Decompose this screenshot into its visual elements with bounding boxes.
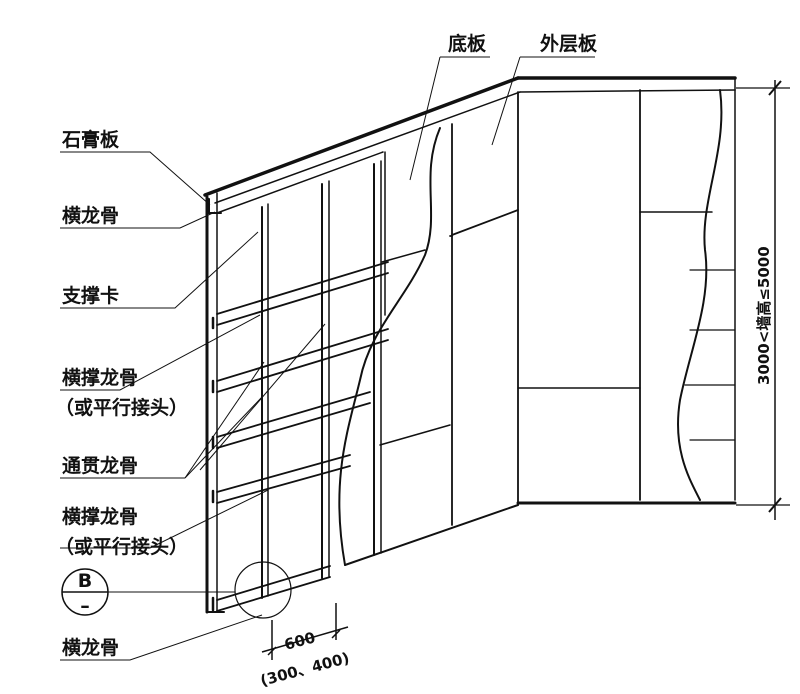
label-brace-keel-1: 横撑龙骨 (62, 366, 138, 389)
leader-through-keel-b (184, 396, 263, 479)
leader-gypsum-board (60, 151, 211, 206)
detail-circle (234, 561, 292, 619)
top-edge-inner (214, 91, 521, 204)
top-track-lower-edge (216, 151, 384, 214)
label-brace-keel-2: 横撑龙骨 (62, 505, 138, 528)
label-horizontal-keel-bottom: 横龙骨 (62, 636, 119, 659)
board-horizontal-seam-2 (379, 424, 451, 446)
board-horizontal-seam-1 (381, 249, 426, 263)
spacing-label: 600 (282, 628, 317, 653)
label-base-board: 底板 (448, 32, 487, 55)
leader-base-board (409, 56, 490, 181)
right-panel-inner-lines (684, 269, 736, 441)
right-panel-wavy-edge (677, 89, 723, 501)
callout-top-text: B (78, 570, 92, 592)
leader-brace-keel-2 (60, 489, 269, 549)
top-edge-outer (203, 76, 520, 197)
base-board-wavy-edge (338, 127, 441, 566)
wall-height-label: 3000<墙高≤5000 (755, 246, 773, 385)
cross-members (216, 261, 389, 612)
label-support-clip: 支撑卡 (61, 284, 119, 307)
outer-board-seam-h1 (451, 209, 519, 236)
top-edge-right-inner (519, 89, 736, 93)
callout-bottom-text: – (80, 595, 90, 617)
leader-through-keel-a (184, 361, 265, 479)
label-outer-board: 外层板 (540, 32, 598, 55)
label-horizontal-keel-top: 横龙骨 (62, 204, 119, 227)
leader-brace-keel-1 (60, 314, 261, 391)
leader-outer-board (491, 56, 595, 146)
outer-board-wavy-edge (467, 92, 521, 505)
height-dimension (736, 80, 790, 520)
spacing-dimension (261, 603, 349, 660)
label-through-keel: 通贯龙骨 (62, 454, 138, 477)
wall-structure (203, 76, 737, 614)
label-gypsum-board: 石膏板 (61, 128, 120, 151)
leader-lines (60, 56, 595, 661)
label-brace-keel-2-note: （或平行接头） (55, 535, 188, 558)
leader-horizontal-keel-top (60, 211, 216, 229)
leader-support-clip (60, 231, 259, 309)
leader-horizontal-keel-bottom (60, 614, 263, 661)
label-brace-keel-1-note: （或平行接头） (55, 396, 188, 419)
leader-through-keel-c (199, 323, 326, 471)
outer-board-bottom-edge (344, 504, 519, 566)
